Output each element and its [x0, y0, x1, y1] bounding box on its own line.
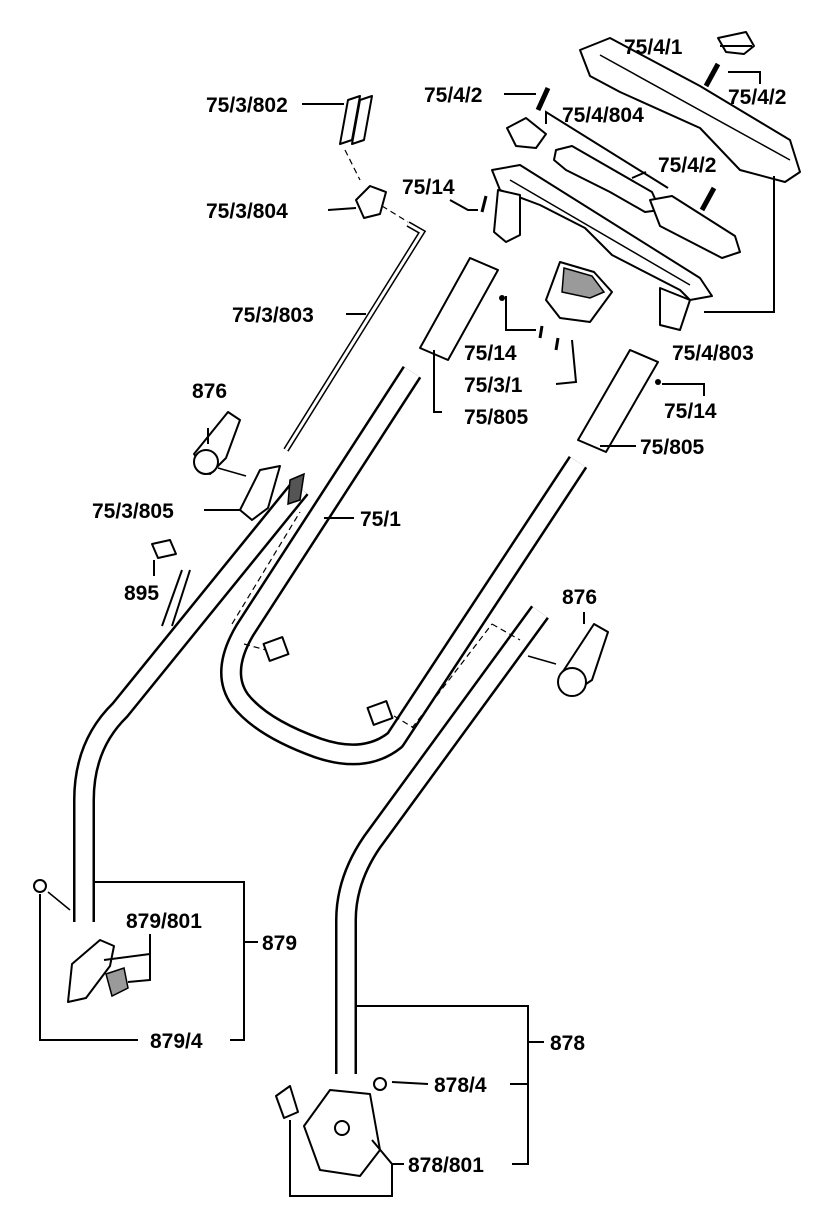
- bolt-right: [366, 700, 415, 729]
- label-75-3-805: 75/3/805: [92, 500, 174, 523]
- bracket-878: [275, 1077, 387, 1177]
- label-75-3-1: 75/3/1: [464, 374, 523, 397]
- cable-holder: [545, 261, 613, 323]
- connector-895: [151, 539, 191, 627]
- label-879-801: 879/801: [126, 910, 202, 933]
- label-895: 895: [124, 582, 159, 605]
- label-75-4-1: 75/4/1: [624, 36, 683, 59]
- label-75-4-2-mid: 75/4/2: [658, 154, 716, 177]
- cable: [283, 221, 427, 452]
- u-shaped-handle-tube: [220, 366, 588, 766]
- label-75-4-803: 75/4/803: [672, 342, 754, 365]
- screw-75-14-mid-c: [499, 295, 505, 301]
- label-876-top: 876: [192, 380, 227, 403]
- pin-75-4-2-right: [703, 62, 721, 88]
- screw-75-14-mid-a: [538, 325, 544, 339]
- wing-knob-left: [193, 411, 247, 477]
- label-75-14-top: 75/14: [402, 176, 455, 199]
- cover-knob: [717, 31, 755, 55]
- label-878-801: 878/801: [408, 1154, 484, 1177]
- label-75-4-804: 75/4/804: [562, 104, 644, 127]
- label-879: 879: [262, 932, 297, 955]
- screw-75-14-top: [480, 195, 488, 213]
- label-879-4: 879/4: [150, 1030, 203, 1053]
- top-handle-cover: [579, 37, 801, 183]
- left-lower-handle-tube: [73, 481, 309, 922]
- right-lower-handle-tube: [335, 605, 549, 1074]
- top-handle-frame: [491, 164, 713, 331]
- screw-75-14-right: [655, 379, 661, 385]
- label-75-4-2-top: 75/4/2: [424, 84, 482, 107]
- label-75-14-right: 75/14: [664, 400, 717, 423]
- pin-75-4-2-top: [535, 86, 551, 112]
- label-75-1: 75/1: [360, 508, 401, 531]
- label-878-4: 878/4: [434, 1074, 487, 1097]
- switch-lever: [506, 117, 741, 259]
- bolt-left: [243, 636, 290, 662]
- label-75-4-2-right: 75/4/2: [728, 86, 786, 109]
- label-75-3-803: 75/3/803: [232, 304, 314, 327]
- label-75-14-mid: 75/14: [464, 342, 517, 365]
- wing-knob-right: [527, 623, 609, 697]
- sleeve-left: [419, 257, 499, 361]
- label-75-805-left: 75/805: [464, 406, 529, 429]
- leader-lines: [39, 45, 775, 1197]
- sleeve-right: [577, 349, 659, 453]
- label-75-3-804: 75/3/804: [206, 200, 288, 223]
- alignment-dashes-right: [411, 623, 521, 729]
- cable-clamp: [231, 465, 305, 625]
- label-75-3-802: 75/3/802: [206, 94, 288, 117]
- bracket-879: [33, 879, 129, 1003]
- cable-clip: [355, 185, 409, 223]
- label-878: 878: [550, 1032, 585, 1055]
- connector-75-3-802: [339, 95, 373, 181]
- screw-75-14-mid-b: [554, 337, 560, 351]
- label-75-805-right: 75/805: [640, 436, 705, 459]
- label-876-right: 876: [562, 586, 597, 609]
- pin-75-4-2-mid: [699, 186, 717, 212]
